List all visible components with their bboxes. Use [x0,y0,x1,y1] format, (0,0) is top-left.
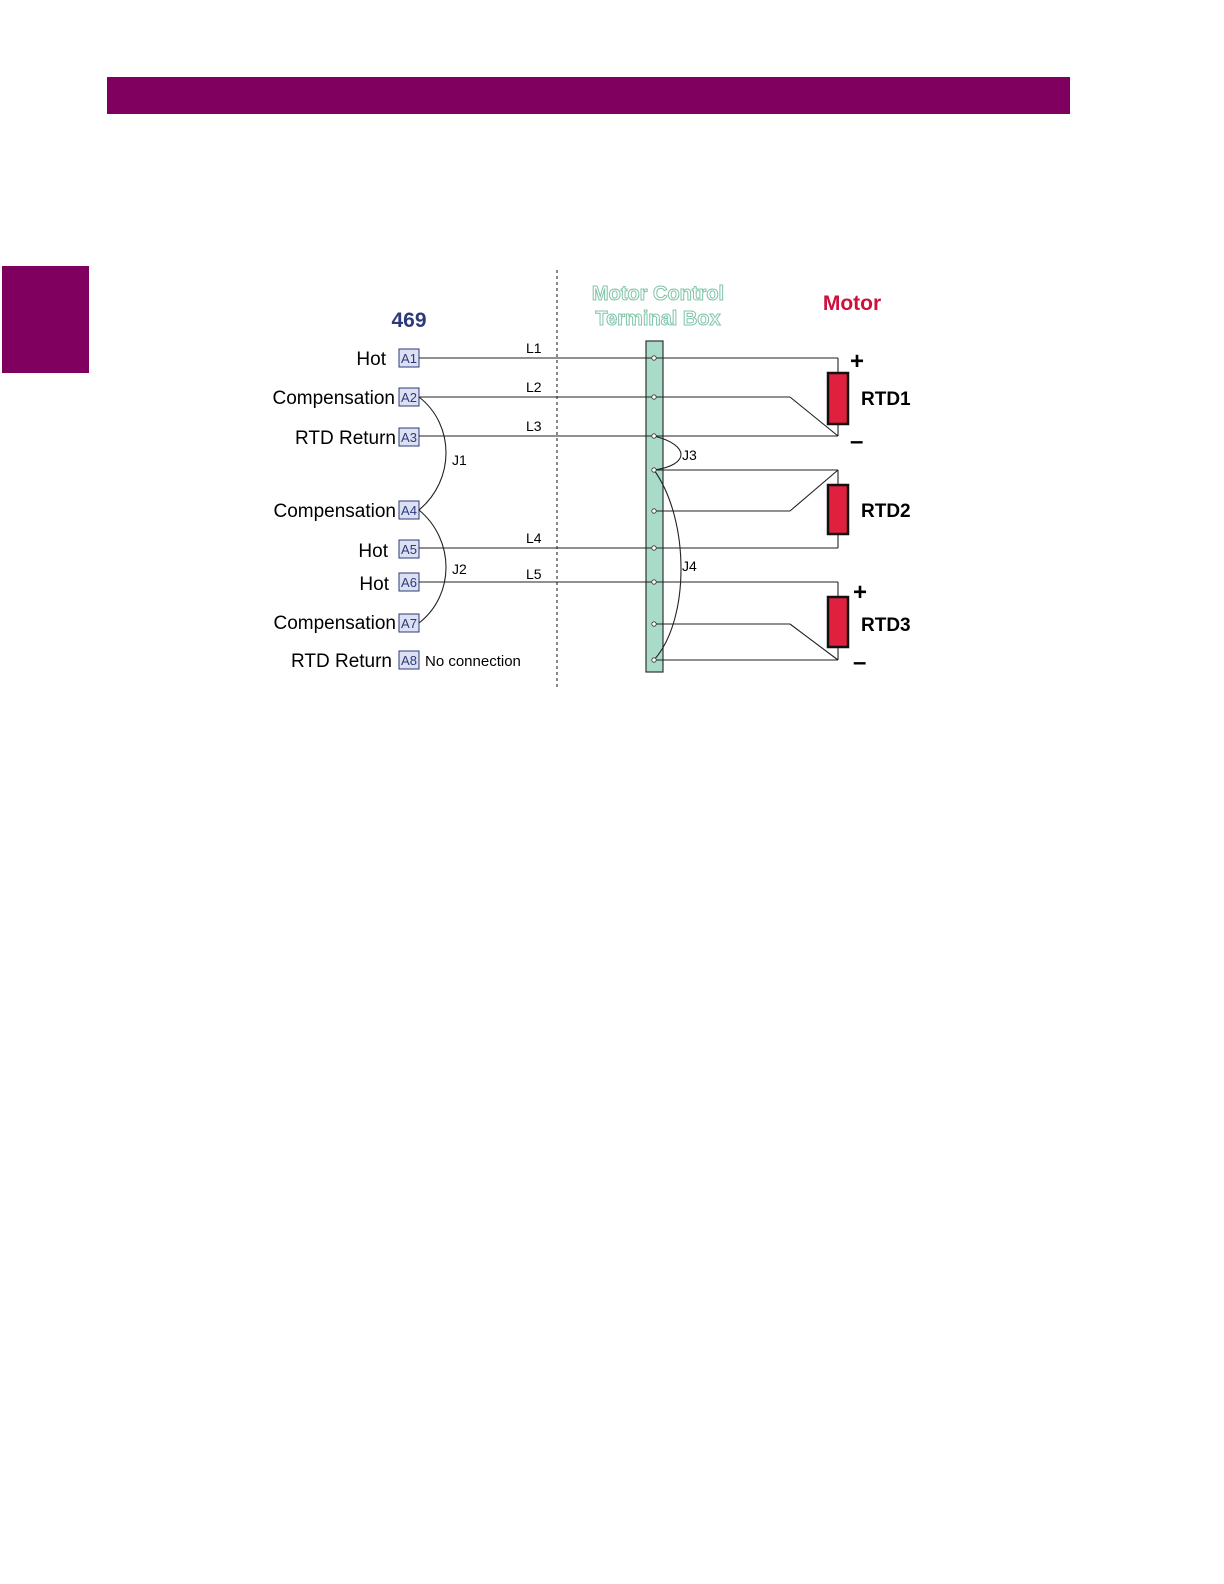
jumper-j1 [419,397,446,510]
strip-terminal [652,395,656,399]
relay-title: 469 [391,309,426,332]
wire-label-l4: L4 [526,530,542,546]
terminal-id-a2: A2 [401,390,417,405]
rtd1-plus-sign: + [850,348,864,375]
terminal-label-a2: Compensation [272,388,395,409]
wire-label-l2: L2 [526,379,542,395]
rtd3-minus-sign: – [853,649,866,676]
terminal-id-a6: A6 [401,575,417,590]
motor-title: Motor [823,292,881,315]
terminal-label-a7: Compensation [273,613,396,634]
rtd3-plus-sign: + [853,579,867,606]
terminal-label-a3: RTD Return [295,428,396,449]
terminal-id-a5: A5 [401,542,417,557]
rtd2-label: RTD2 [861,501,911,522]
terminal-label-a8: RTD Return [291,651,392,672]
rtd1-minus-sign: – [850,428,863,455]
jumper-j2 [419,510,446,623]
strip-terminal [652,546,656,550]
terminal-label-a4: Compensation [273,501,396,522]
jumper-label-j4: J4 [682,558,697,574]
terminal-id-a1: A1 [401,351,417,366]
jumper-label-j2: J2 [452,561,467,577]
rtd3-label: RTD3 [861,615,911,636]
jumper-label-j1: J1 [452,452,467,468]
terminal-box-title-1: Motor Control [592,283,724,305]
no-connection-label: No connection [425,653,521,670]
rtd1-resistor [828,373,848,424]
strip-terminal [652,622,656,626]
wire-label-l5: L5 [526,566,542,582]
rtd1-label: RTD1 [861,389,911,410]
terminal-box-title-2: Terminal Box [595,308,720,330]
terminal-id-a4: A4 [401,503,417,518]
terminal-label-a6: Hot [359,574,389,595]
strip-terminal [652,356,656,360]
terminal-id-a3: A3 [401,430,417,445]
strip-terminal [652,468,656,472]
terminal-label-a5: Hot [358,541,388,562]
terminal-label-a1: Hot [356,349,386,370]
strip-terminal [652,509,656,513]
rtd3-resistor [828,597,848,647]
strip-terminal [652,434,656,438]
rtd2-resistor [828,485,848,534]
wire-label-l3: L3 [526,418,542,434]
terminal-id-a7: A7 [401,616,417,631]
strip-terminal [652,580,656,584]
jumper-label-j3: J3 [682,447,697,463]
wire-label-l1: L1 [526,340,542,356]
terminal-id-a8: A8 [401,653,417,668]
strip-terminal [652,658,656,662]
